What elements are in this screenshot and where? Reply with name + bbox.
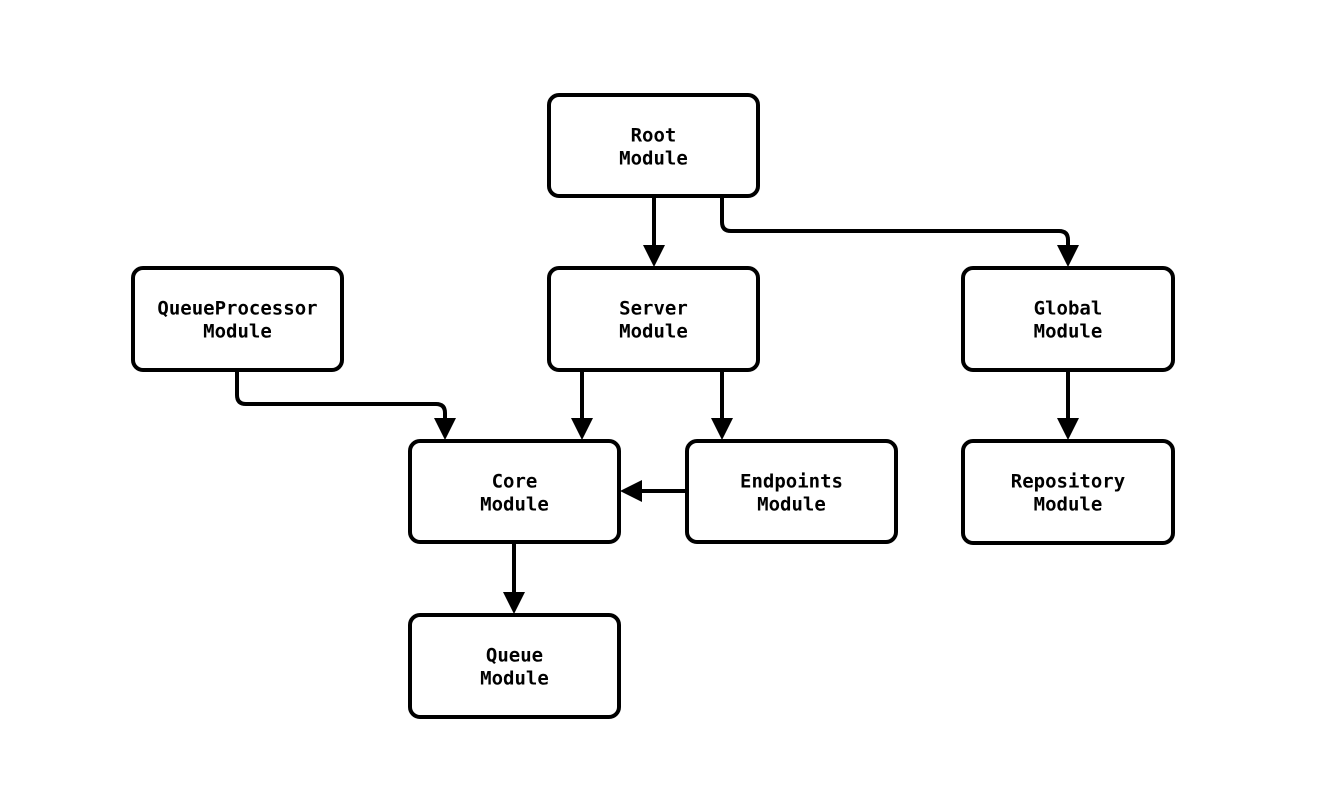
node-server-module-label-line2: Module — [619, 321, 688, 343]
arrowhead-icon — [571, 418, 593, 440]
node-global-module-label-line2: Module — [1034, 321, 1103, 343]
edge-root-to-server — [643, 196, 665, 267]
node-endpoints-module-box[interactable] — [685, 439, 898, 544]
arrowhead-icon — [711, 418, 733, 440]
edge-line — [235, 370, 447, 421]
edge-server-to-core — [571, 370, 593, 440]
edge-endpoints-to-core — [620, 480, 687, 502]
node-queueprocessor-module-label-line1: QueueProcessor — [157, 298, 317, 320]
edge-core-to-queue — [503, 542, 525, 614]
node-queueprocessor-module[interactable]: QueueProcessor Module — [131, 266, 344, 372]
node-server-module-box[interactable] — [547, 266, 760, 372]
node-global-module-box[interactable] — [961, 266, 1175, 372]
arrowhead-icon — [1057, 418, 1079, 440]
arrowhead-icon — [503, 592, 525, 614]
arrowhead-icon — [643, 245, 665, 267]
node-core-module[interactable]: Core Module — [408, 439, 621, 544]
node-queueprocessor-module-label-line2: Module — [203, 321, 272, 343]
node-core-module-box[interactable] — [408, 439, 621, 544]
node-global-module[interactable]: Global Module — [961, 266, 1175, 372]
edge-line — [720, 196, 1070, 248]
node-queue-module-box[interactable] — [408, 613, 621, 719]
edge-server-to-endpoints — [711, 370, 733, 440]
node-repository-module-label-line1: Repository — [1011, 471, 1125, 493]
arrowhead-icon — [434, 418, 456, 440]
node-root-module-box[interactable] — [547, 93, 760, 198]
edge-global-to-repository — [1057, 370, 1079, 440]
node-endpoints-module[interactable]: Endpoints Module — [685, 439, 898, 544]
node-queue-module[interactable]: Queue Module — [408, 613, 621, 719]
node-root-module-label-line1: Root — [631, 125, 677, 147]
node-root-module[interactable]: Root Module — [547, 93, 760, 198]
node-core-module-label-line1: Core — [492, 471, 538, 493]
node-queue-module-label-line2: Module — [480, 668, 549, 690]
node-server-module-label-line1: Server — [619, 298, 688, 320]
node-root-module-label-line2: Module — [619, 148, 688, 170]
node-endpoints-module-label-line1: Endpoints — [740, 471, 843, 493]
node-repository-module-box[interactable] — [961, 439, 1175, 545]
arrowhead-icon — [1057, 245, 1079, 267]
node-endpoints-module-label-line2: Module — [757, 494, 826, 516]
arrowhead-icon — [620, 480, 642, 502]
node-queue-module-label-line1: Queue — [486, 645, 543, 667]
node-repository-module[interactable]: Repository Module — [961, 439, 1175, 545]
node-core-module-label-line2: Module — [480, 494, 549, 516]
node-server-module[interactable]: Server Module — [547, 266, 760, 372]
edge-root-to-global — [720, 196, 1079, 267]
node-queueprocessor-module-box[interactable] — [131, 266, 344, 372]
node-global-module-label-line1: Global — [1034, 298, 1103, 320]
edge-queueprocessor-to-core — [235, 370, 456, 440]
node-repository-module-label-line2: Module — [1034, 494, 1103, 516]
